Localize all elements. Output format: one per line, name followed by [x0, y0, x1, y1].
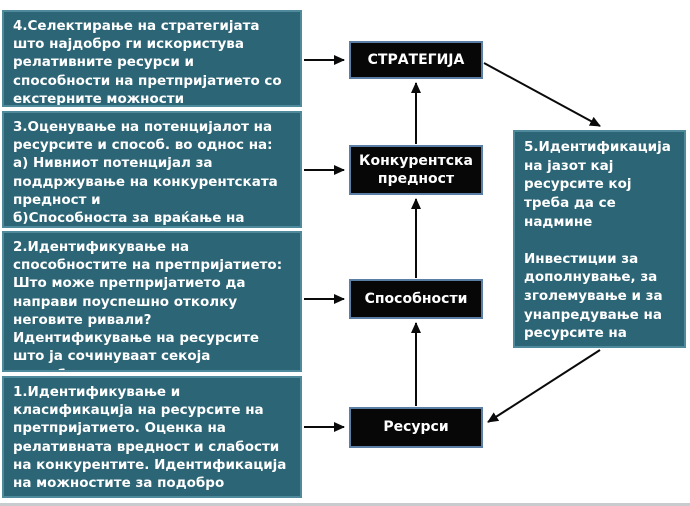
strategy-box: СТРАТЕГИЈА: [349, 41, 483, 79]
competitive-advantage-box: Конкурентска предност: [349, 145, 483, 195]
step1-box: 1.Идентификување и класификација на ресу…: [2, 376, 302, 498]
step2-box: 2.Идентификување на способностите на пре…: [2, 231, 302, 372]
arrow-step5-to-resources: [487, 349, 601, 423]
capabilities-box: Способности: [349, 279, 483, 319]
step3-box: 3.Оценување на потенцијалот на ресурсите…: [2, 111, 302, 228]
resources-box: Ресурси: [349, 407, 483, 448]
step4-box: 4.Селектирање на стратегијата што најдоб…: [2, 10, 302, 107]
step5-box: 5.Идентификација на јазот кај ресурсите …: [513, 130, 686, 348]
arrow-strategy-to-step5: [483, 62, 601, 127]
